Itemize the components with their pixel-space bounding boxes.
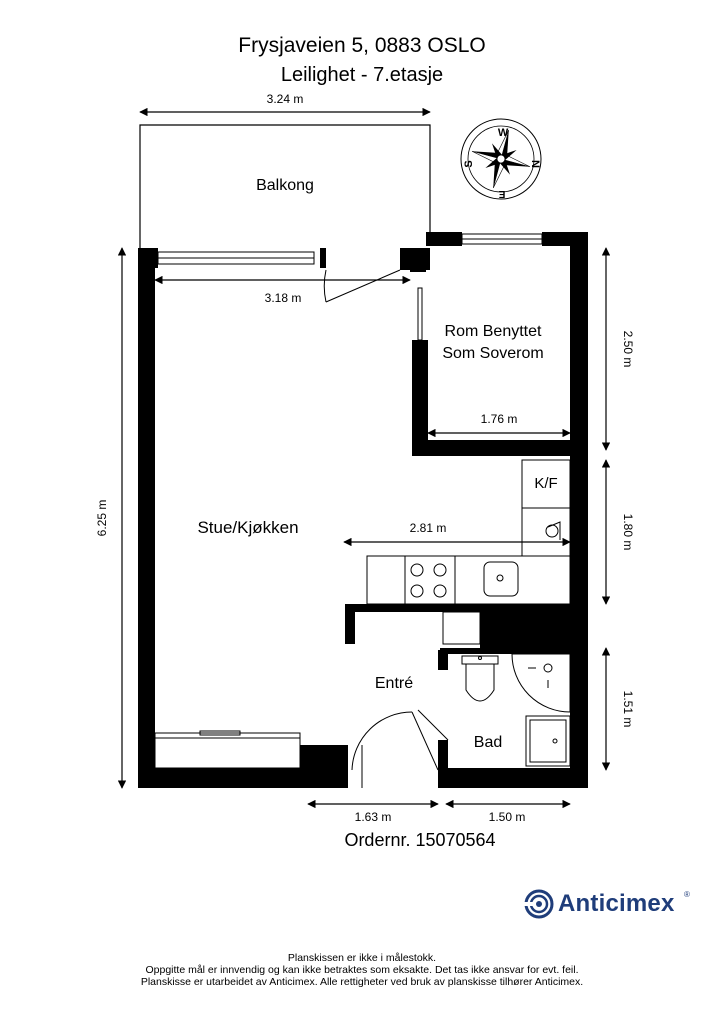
room-entry: Entré	[375, 675, 413, 692]
dim-total-height: 6.25 m	[95, 500, 109, 537]
bathroom-fixtures	[461, 653, 571, 767]
kitchen-counter	[366, 459, 571, 645]
windows	[154, 233, 543, 769]
dim-bedroom-width: 1.76 m	[481, 412, 518, 426]
disclaimer-line-2: Oppgitte mål er innvendig og kan ikke be…	[145, 964, 579, 976]
doors	[323, 269, 449, 788]
dim-bath-width: 1.50 m	[489, 810, 526, 824]
dim-kitchen-height: 1.80 m	[621, 514, 635, 551]
room-bedroom-line2: Som Soverom	[442, 345, 543, 362]
balcony-outline	[139, 124, 431, 248]
walls	[138, 232, 588, 788]
dim-bath-height: 1.51 m	[621, 691, 635, 728]
dimension-lines	[117, 107, 611, 809]
disclaimer-line-1: Planskissen er ikke i målestokk.	[287, 952, 437, 964]
disclaimer: Planskissen er ikke i målestokk. Oppgitt…	[0, 952, 724, 988]
unit-subtitle: Leilighet - 7.etasje	[280, 64, 444, 86]
address-title: Frysjaveien 5, 0883 OSLO	[238, 34, 486, 57]
dim-bedroom-height: 2.50 m	[621, 331, 635, 368]
room-kf: K/F	[534, 475, 557, 492]
disclaimer-line-3: Planskisse er utarbeidet av Anticimex. A…	[140, 976, 584, 988]
anticimex-logo-icon	[524, 889, 554, 919]
compass-e: E	[498, 188, 505, 199]
room-bedroom-line1: Rom Benyttet	[445, 323, 542, 340]
logo-registered: ®	[684, 890, 690, 899]
dim-living-width: 3.18 m	[265, 291, 302, 305]
compass-w: W	[498, 127, 509, 139]
logo-name: Anticimex	[558, 890, 675, 917]
compass-n: N	[529, 160, 541, 168]
room-balcony: Balkong	[256, 177, 314, 194]
dim-entry-width: 1.63 m	[355, 810, 392, 824]
room-living: Stue/Kjøkken	[197, 518, 298, 537]
compass-s: S	[463, 160, 475, 167]
anticimex-logo: Anticimex ®	[524, 888, 694, 920]
dim-kitchen-width: 2.81 m	[410, 521, 447, 535]
room-bath: Bad	[474, 734, 502, 751]
compass-icon: W N E S	[460, 118, 542, 200]
order-number: Ordernr. 15070564	[344, 830, 496, 850]
dim-balcony-width: 3.24 m	[267, 92, 304, 106]
